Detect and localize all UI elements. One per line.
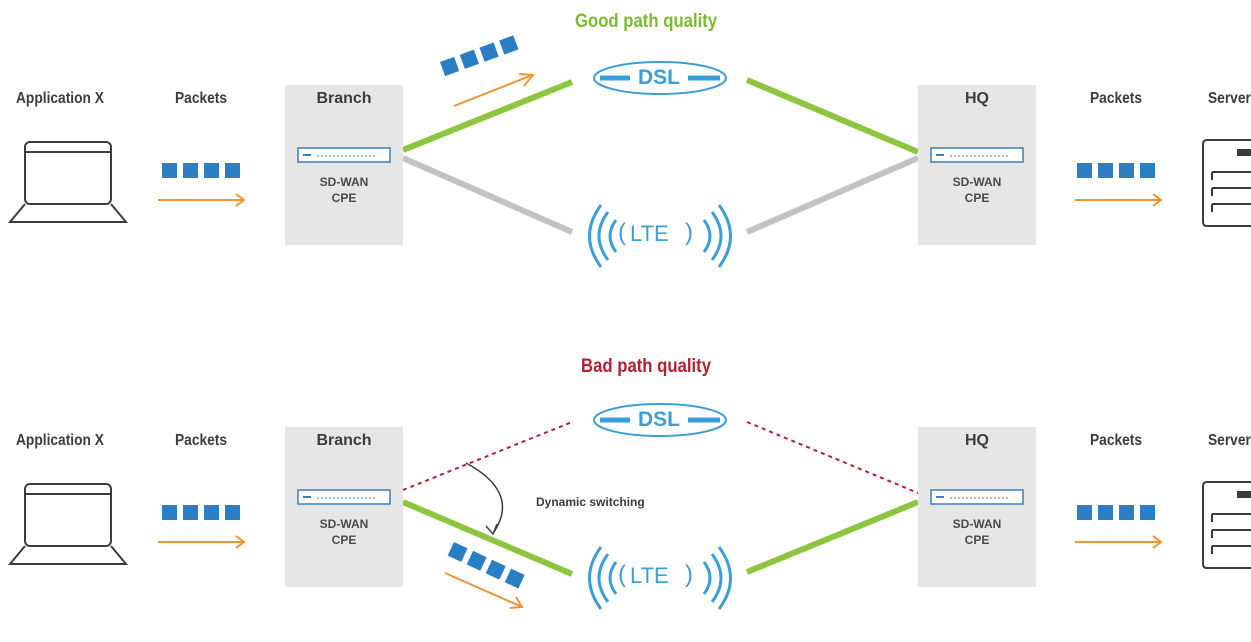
packets-label-right: Packets <box>1090 432 1143 449</box>
arrow-right <box>1075 193 1163 207</box>
packets-on-dsl <box>440 35 519 77</box>
branch-label: Branch <box>316 432 372 449</box>
packets-left <box>162 505 240 520</box>
link-lte-hq <box>745 155 920 235</box>
link-dsl-hq <box>745 77 920 155</box>
server-label: Server <box>1208 90 1251 107</box>
arrow-right <box>1075 535 1163 549</box>
packets-label-left: Packets <box>175 90 228 107</box>
link-branch-lte <box>401 499 574 577</box>
lte-inner-right-paren: ) <box>685 561 693 588</box>
lte-signal-icon <box>588 204 732 268</box>
dynamic-switching-label: Dynamic switching <box>536 495 645 509</box>
branch-label: Branch <box>316 90 372 107</box>
hq-label: HQ <box>965 432 989 449</box>
router-icon <box>297 147 391 163</box>
packets-label-left: Packets <box>175 432 228 449</box>
laptop-icon <box>7 141 129 223</box>
hq-label: HQ <box>965 90 989 107</box>
dynamic-switching-arrow <box>465 462 504 536</box>
router-icon <box>930 147 1024 163</box>
router-icon <box>930 489 1024 505</box>
lte-signal-icon <box>588 546 732 610</box>
lte-label: LTE <box>630 221 669 246</box>
packets-right <box>1077 505 1155 520</box>
arrow-left <box>158 535 246 549</box>
link-branch-lte <box>401 155 574 235</box>
scene-good-path: Good path quality Application X Packets … <box>0 0 1251 300</box>
dsl-label: DSL <box>637 408 681 432</box>
arrow-on-dsl <box>453 73 535 107</box>
lte-inner-left-paren: ( <box>618 219 626 246</box>
lte-inner-right-paren: ) <box>685 219 693 246</box>
packets-right <box>1077 163 1155 178</box>
arrow-on-lte <box>444 572 524 609</box>
server-icon <box>1202 139 1251 227</box>
link-branch-dsl <box>402 421 573 491</box>
links-layer <box>7 35 1251 268</box>
server-icon <box>1202 481 1251 569</box>
packets-label-right: Packets <box>1090 90 1143 107</box>
router-icon <box>297 489 391 505</box>
laptop-icon <box>7 483 129 565</box>
lte-inner-left-paren: ( <box>618 561 626 588</box>
link-branch-dsl <box>401 79 574 153</box>
link-dsl-hq <box>746 421 919 494</box>
dsl-label: DSL <box>637 66 681 90</box>
packets-on-lte <box>447 542 525 589</box>
lte-label: LTE <box>630 563 669 588</box>
scene-bad-path: Bad path quality Application X Packets B… <box>0 342 1251 642</box>
arrow-left <box>158 193 246 207</box>
application-label: Application X <box>16 90 104 107</box>
scene-title: Good path quality <box>575 11 718 32</box>
packets-left <box>162 163 240 178</box>
link-lte-hq <box>745 499 920 575</box>
application-label: Application X <box>16 432 104 449</box>
server-label: Server <box>1208 432 1251 449</box>
scene-title: Bad path quality <box>581 356 712 377</box>
